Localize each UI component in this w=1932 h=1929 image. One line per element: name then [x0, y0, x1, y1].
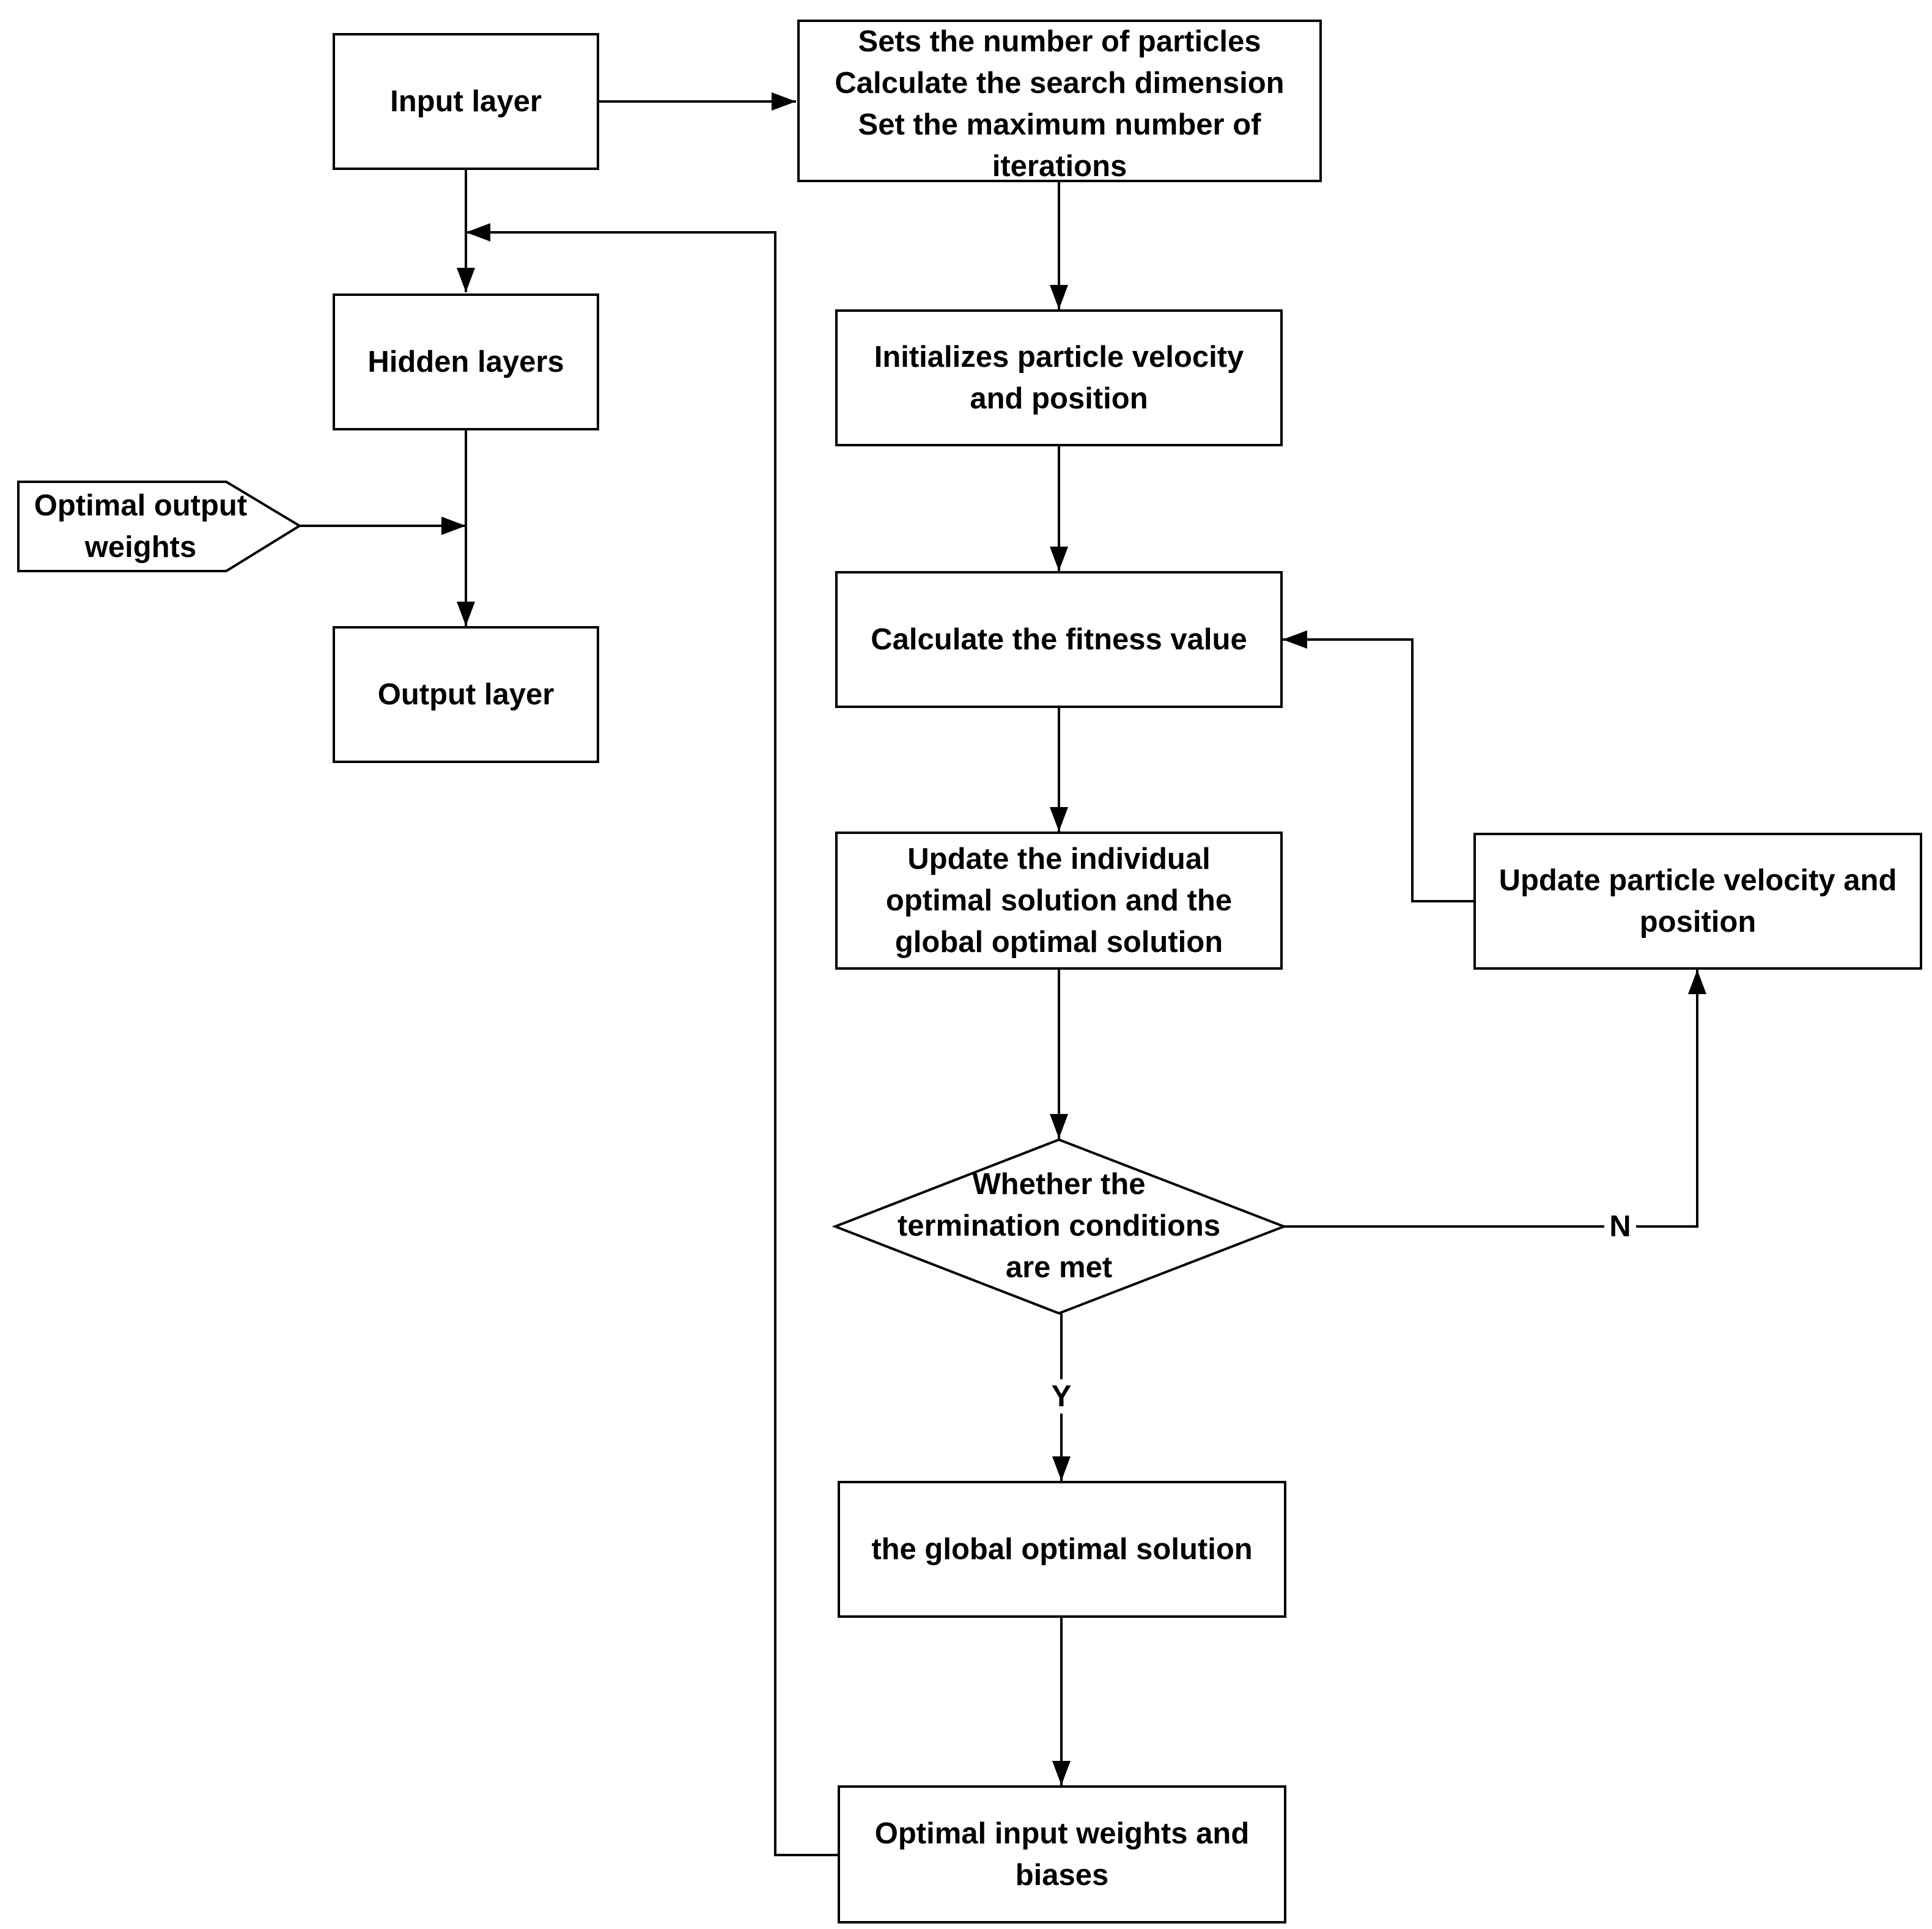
fitness-label: Calculate the fitness value	[871, 623, 1247, 656]
edge-decision-no	[1284, 970, 1706, 1228]
optimal-output-weights-label: Optimal output weights	[34, 489, 248, 564]
update-velocity-box: Update particle velocity and position	[1473, 833, 1922, 970]
optimal-input-box: Optimal input weights and biases	[838, 1785, 1286, 1923]
optimal-output-weights-text: Optimal output weights	[18, 482, 263, 571]
input-layer-box: Input layer	[333, 33, 599, 170]
termination-text: Whether the termination conditions are m…	[878, 1162, 1240, 1290]
optimal-input-label: Optimal input weights and biases	[874, 1817, 1250, 1892]
output-layer-box: Output layer	[333, 626, 599, 763]
termination-label: Whether the termination conditions are m…	[897, 1168, 1221, 1284]
edge-optimal-to-hidden	[466, 223, 839, 1856]
no-branch-label: N	[1604, 1209, 1636, 1244]
hidden-layers-box: Hidden layers	[333, 293, 599, 430]
global-solution-label: the global optimal solution	[871, 1533, 1253, 1566]
setup-box: Sets the number of particles Calculate t…	[797, 20, 1322, 183]
fitness-box: Calculate the fitness value	[835, 571, 1283, 708]
update-solutions-label: Update the individual optimal solution a…	[885, 843, 1233, 959]
edge-velocity-to-fitness	[1283, 630, 1473, 902]
init-label: Initializes particle velocity and positi…	[874, 341, 1244, 415]
update-velocity-label: Update particle velocity and position	[1499, 864, 1897, 939]
setup-label: Sets the number of particles Calculate t…	[835, 25, 1285, 183]
yes-branch-label: Y	[1045, 1379, 1077, 1414]
update-solutions-box: Update the individual optimal solution a…	[835, 832, 1283, 970]
global-solution-box: the global optimal solution	[838, 1481, 1286, 1618]
optimal-output-weights-shape	[17, 481, 302, 572]
output-layer-label: Output layer	[377, 678, 555, 711]
decision-diamond	[831, 1138, 1288, 1315]
input-layer-label: Input layer	[390, 85, 542, 118]
init-box: Initializes particle velocity and positi…	[835, 309, 1283, 446]
hidden-layers-label: Hidden layers	[367, 345, 564, 378]
